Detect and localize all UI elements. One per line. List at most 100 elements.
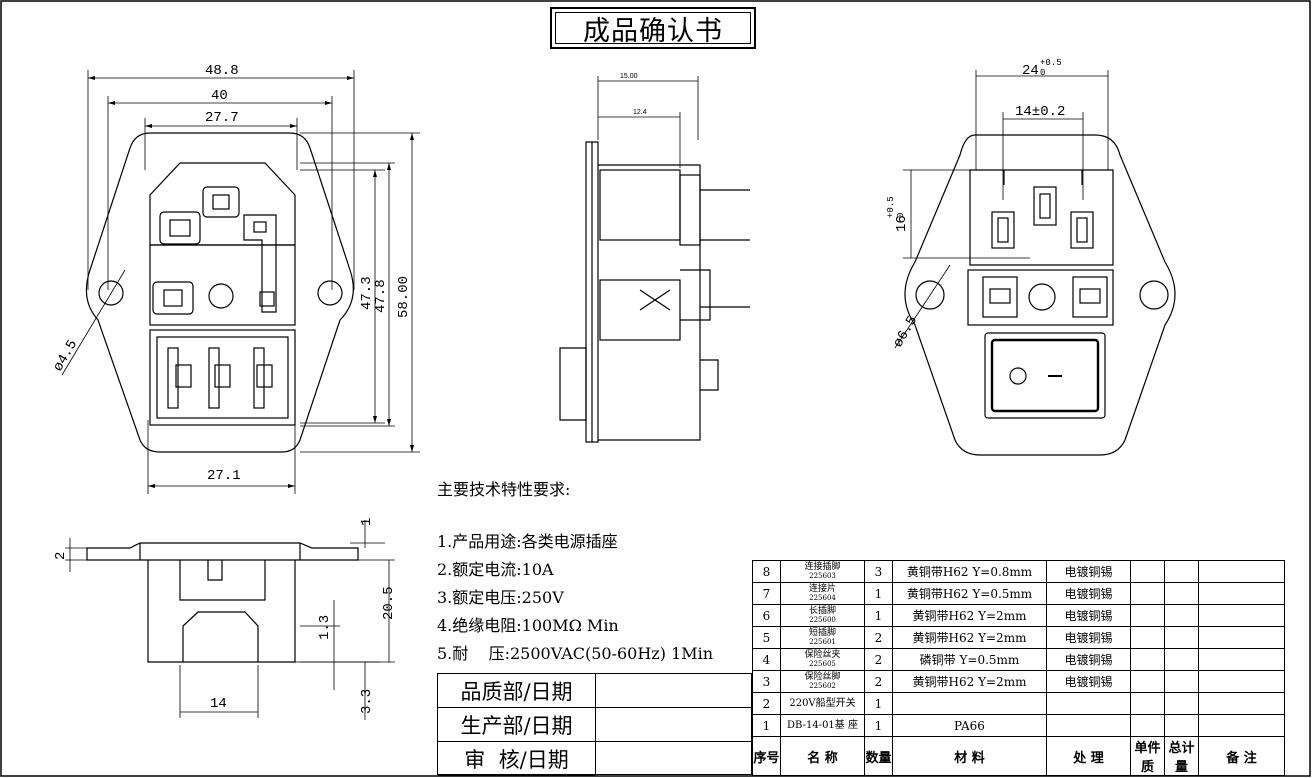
- signoff-production: 生产部/日期: [438, 708, 596, 742]
- bom-total-mass: [1164, 714, 1199, 737]
- signoff-quality: 品质部/日期: [438, 674, 596, 708]
- dim-hole-6-5: ø6.5: [890, 313, 921, 350]
- dim-12-4: 12.4: [633, 109, 647, 116]
- requirement-item: 5.耐 压:2500VAC(50-60Hz) 1Min: [437, 644, 714, 663]
- dim-2: 2: [53, 552, 69, 560]
- front-view-dims: 48.8 40 27.7 27.1 47.3 47.8 58.00 ø4.5: [50, 63, 412, 484]
- requirement-item: 3.额定电压:250V: [437, 588, 564, 607]
- bom-material: 黄铜带H62 Y=2mm: [892, 626, 1047, 649]
- bom-header-row: 序号 名 称 数量 材 料 处 理 单件 质 总计 量 备 注: [752, 736, 1285, 776]
- bom-unit-mass: [1130, 604, 1165, 627]
- bom-process: 电镀铜锡: [1046, 626, 1131, 649]
- requirement-item: 4.绝缘电阻:100MΩ Min: [437, 616, 619, 635]
- bom-part-code: 225602: [809, 681, 836, 690]
- bom-note: [1198, 670, 1285, 693]
- bom-name-text: 短插脚: [808, 627, 836, 638]
- bom-no: 5: [752, 626, 781, 649]
- dim-47-3: 47.3: [359, 276, 375, 310]
- bom-total-mass: [1164, 582, 1199, 605]
- bom-name: 220V船型开关: [780, 692, 865, 715]
- bom-part-code: 225601: [809, 637, 836, 646]
- requirement-item: 1.产品用途:各类电源插座: [437, 532, 618, 551]
- bom-process: [1046, 714, 1131, 737]
- bom-note: [1198, 604, 1285, 627]
- signoff-review-value[interactable]: [596, 742, 753, 776]
- bom-note: [1198, 560, 1285, 583]
- bom-note: [1198, 626, 1285, 649]
- dim-24-tol-lower: 0: [1040, 68, 1045, 78]
- dim-14-bottom: 14: [210, 696, 227, 712]
- dim-1-3: 1.3: [317, 615, 333, 640]
- bom-header-no: 序号: [752, 736, 781, 776]
- bom-process: [1046, 692, 1131, 715]
- bom-material: 磷铜带 Y=0.5mm: [892, 648, 1047, 671]
- bom-header-process: 处 理: [1046, 736, 1131, 776]
- bom-material: [892, 692, 1047, 715]
- bom-header-total: 总计 量: [1164, 736, 1199, 776]
- bom-unit-mass: [1130, 692, 1165, 715]
- dim-16-tol-lower: 0: [896, 213, 906, 218]
- requirement-item: 2.额定电流:10A: [437, 560, 554, 579]
- bom-note: [1198, 714, 1285, 737]
- bom-header-material: 材 料: [892, 736, 1047, 776]
- bom-header-note: 备 注: [1198, 736, 1285, 776]
- bom-name-text: 长插脚: [808, 605, 836, 616]
- bom-name: DB-14-01基 座: [780, 714, 865, 737]
- bom-part-code: 225600: [809, 615, 836, 624]
- dim-hole-4-5: ø4.5: [50, 337, 81, 374]
- bom-unit-mass: [1130, 648, 1165, 671]
- bom-name-text: 保险丝夹: [804, 649, 841, 660]
- bom-qty: 1: [864, 714, 893, 737]
- dim-24-tol-upper: +0.5: [1040, 58, 1062, 68]
- bom-no: 1: [752, 714, 781, 737]
- bom-qty: 2: [864, 648, 893, 671]
- bom-process: 电镀铜锡: [1046, 670, 1131, 693]
- bom-name-text: 连接片: [808, 583, 836, 594]
- bom-name-text: 连接插脚: [804, 561, 841, 572]
- right-view: [894, 70, 1176, 456]
- bom-note: [1198, 582, 1285, 605]
- bom-no: 8: [752, 560, 781, 583]
- bom-process: 电镀铜锡: [1046, 582, 1131, 605]
- signoff-production-value[interactable]: [596, 708, 753, 742]
- dim-27-1: 27.1: [207, 468, 241, 484]
- bom-total-mass: [1164, 648, 1199, 671]
- bottom-view: [65, 520, 395, 720]
- signoff-quality-value[interactable]: [596, 674, 753, 708]
- bom-total-mass: [1164, 692, 1199, 715]
- bom-part-code: 225603: [809, 571, 836, 580]
- dim-24: 24: [1022, 63, 1039, 79]
- bom-unit-mass: [1130, 670, 1165, 693]
- dim-1: 1: [359, 518, 375, 526]
- bom-header-name: 名 称: [780, 736, 865, 776]
- dim-16: 16: [894, 215, 910, 232]
- bom-qty: 2: [864, 626, 893, 649]
- signoff-table: 品质部/日期 生产部/日期 审 核/日期: [437, 673, 753, 776]
- bom-header-qty: 数量: [864, 736, 893, 776]
- front-view: [61, 70, 420, 494]
- bom-name-text: 220V船型开关: [789, 698, 856, 709]
- bom-material: 黄铜带H62 Y=2mm: [892, 670, 1047, 693]
- bom-process: 电镀铜锡: [1046, 604, 1131, 627]
- bom-part-code: 225605: [809, 659, 836, 668]
- requirements-heading: 主要技术特性要求:: [437, 480, 571, 499]
- bom-qty: 1: [864, 604, 893, 627]
- dim-48-8: 48.8: [205, 63, 239, 79]
- bom-process: 电镀铜锡: [1046, 560, 1131, 583]
- title-box: 成品确认书: [550, 7, 756, 49]
- bom-part-code: 225604: [809, 593, 836, 602]
- page-title: 成品确认书: [555, 12, 751, 47]
- signoff-review: 审 核/日期: [438, 742, 596, 776]
